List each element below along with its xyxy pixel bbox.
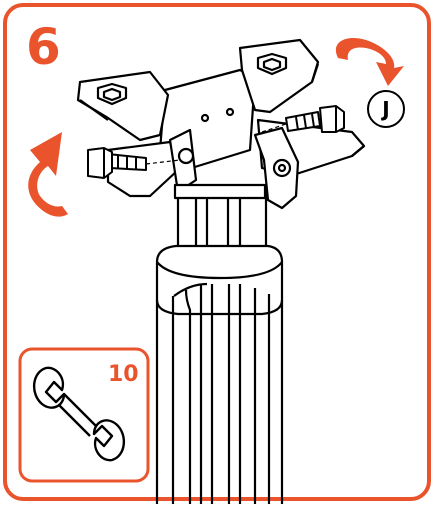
rotation-arrow-right	[335, 38, 404, 86]
mounting-bracket	[76, 38, 366, 210]
alignment-guides	[145, 123, 287, 165]
tool-size-label: 10	[108, 362, 139, 387]
rotation-arrow-left	[28, 132, 68, 217]
step-number: 6	[26, 18, 61, 76]
part-label-j: J	[367, 90, 405, 128]
screw-left	[87, 147, 147, 179]
wrench-icon	[33, 366, 125, 462]
pole	[155, 188, 284, 504]
screw-right	[285, 105, 345, 133]
